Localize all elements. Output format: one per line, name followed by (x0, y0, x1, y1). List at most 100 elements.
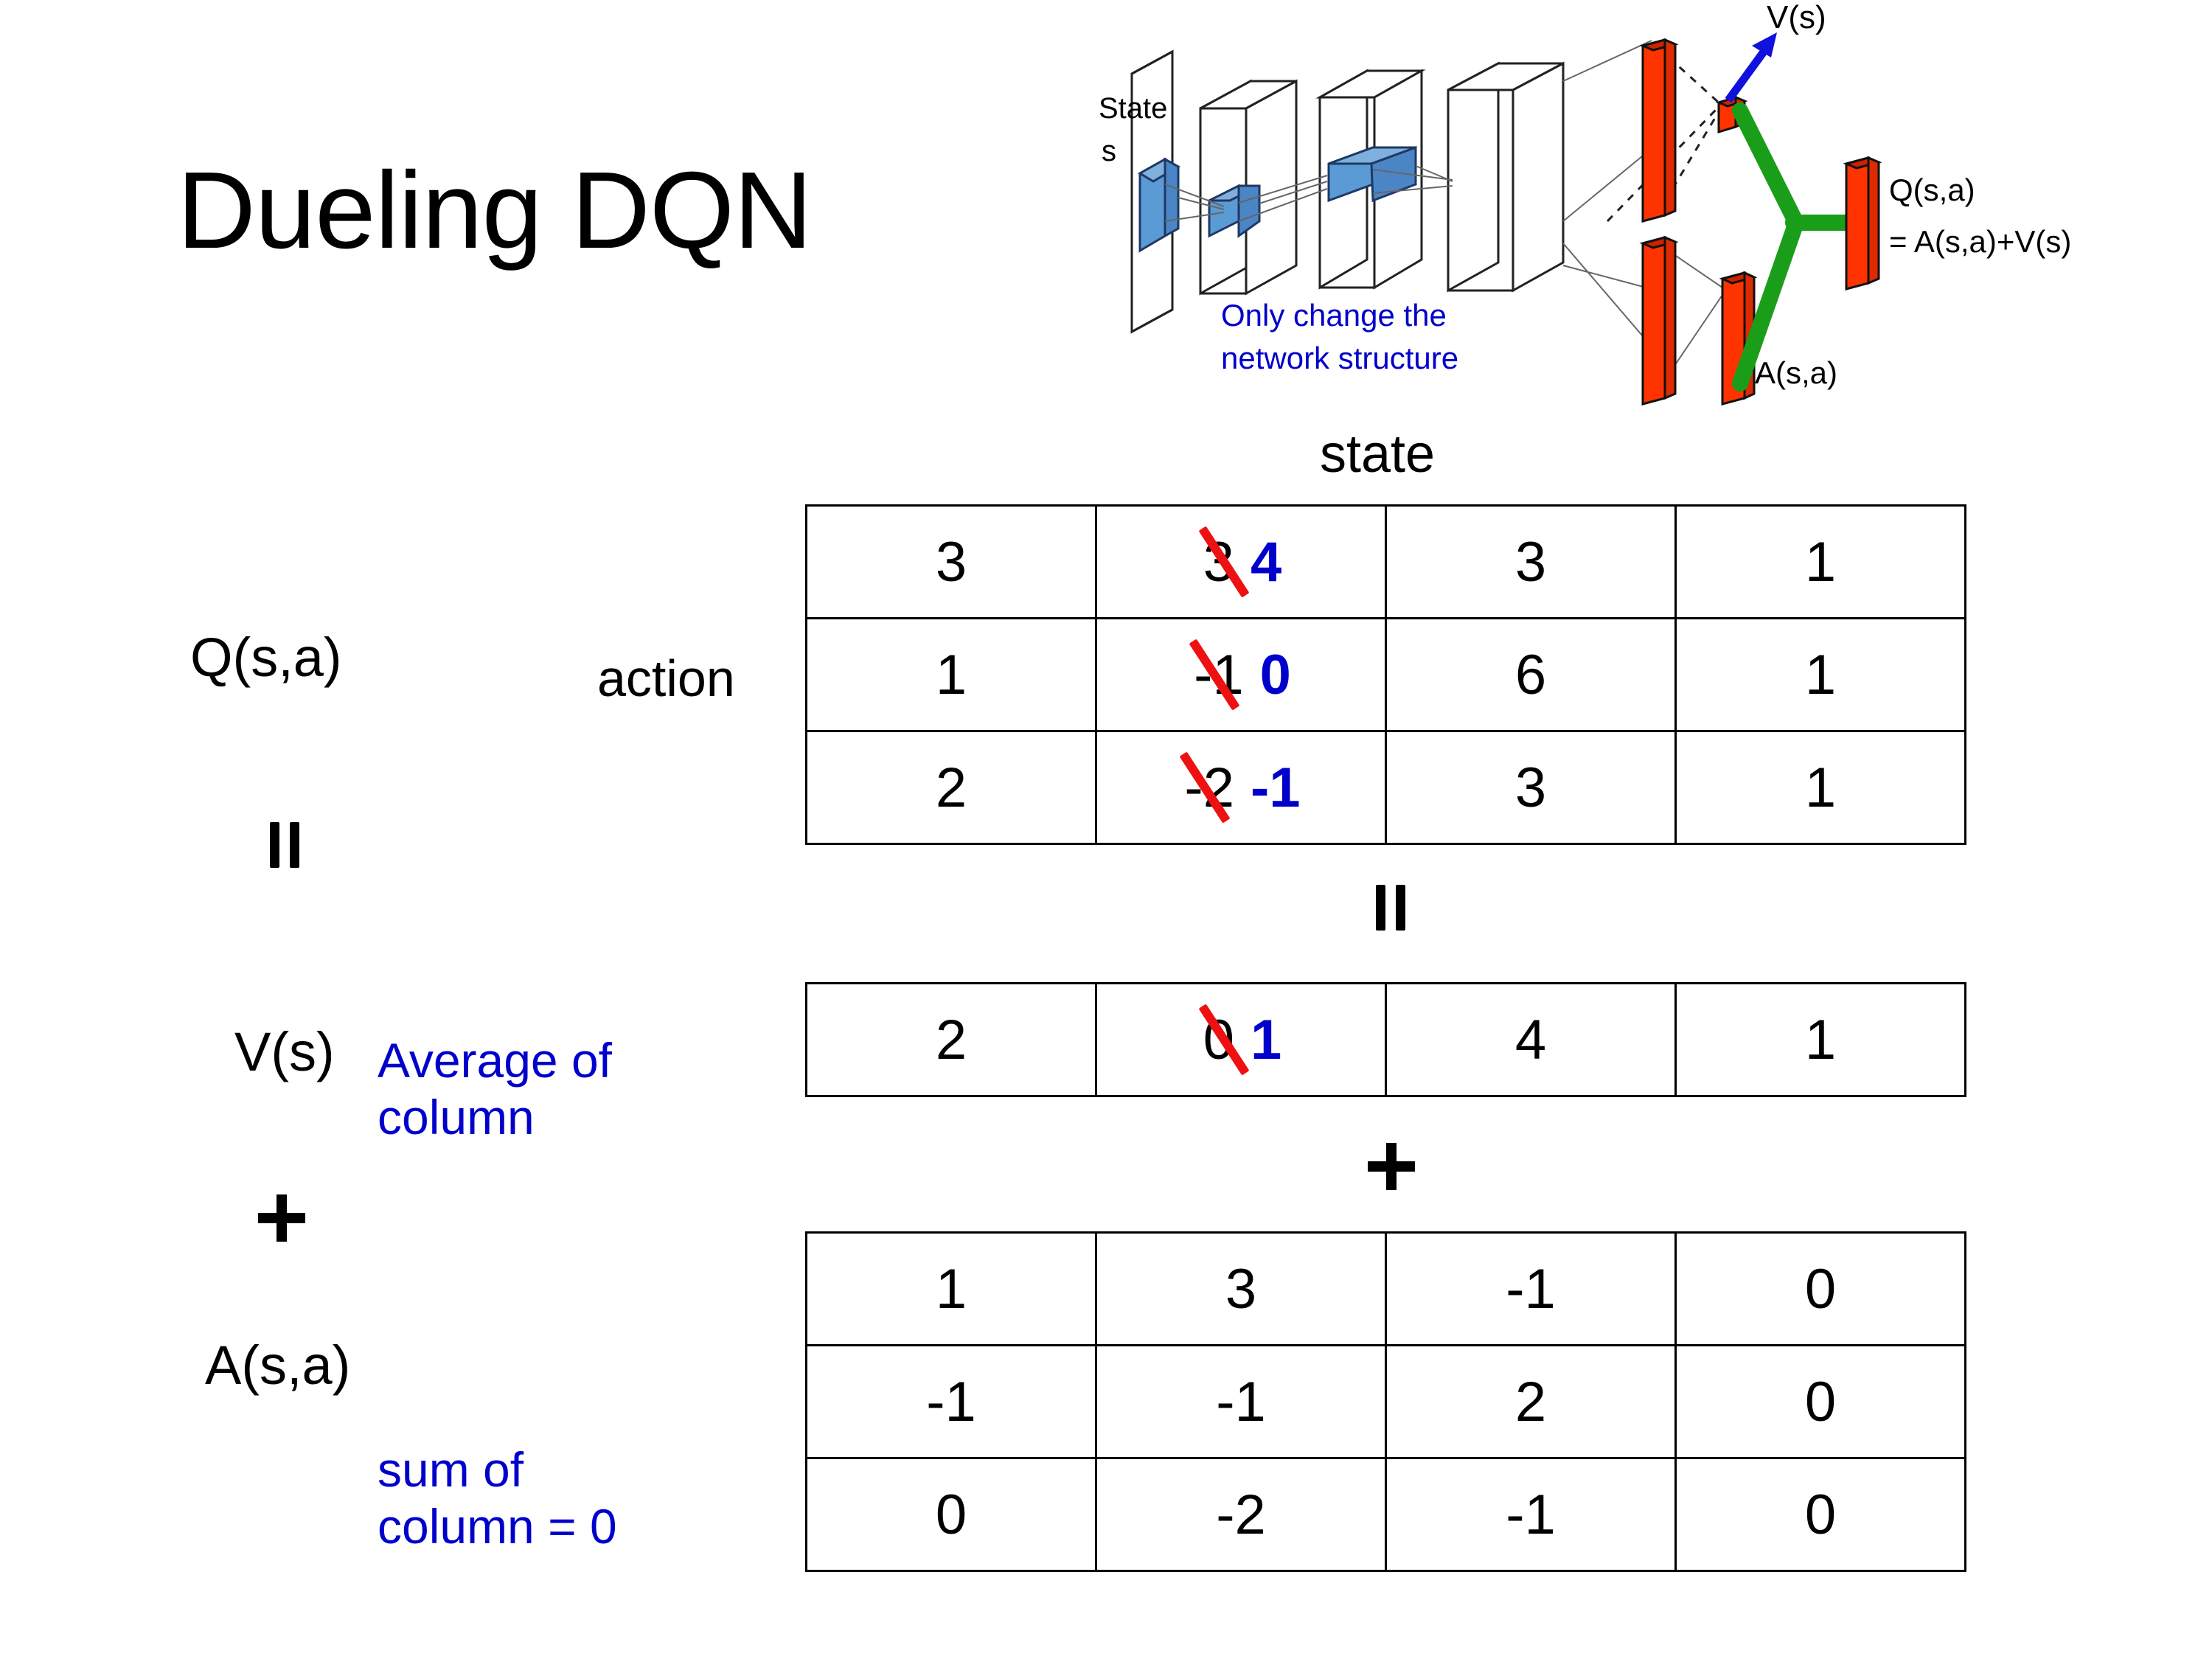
cell-value: 1 (1804, 1008, 1837, 1071)
dueling-network-diagram: State s Only change the network structur… (1091, 0, 2212, 413)
cell-value: 2 (935, 756, 967, 819)
diagram-state-sub-label: s (1102, 135, 1116, 167)
cell-value: 2 (1514, 1370, 1547, 1433)
cell-value: -1 (1506, 1257, 1556, 1321)
a-table-body: 1 3 -1 0 -1 -1 2 0 0 -2 -1 0 (805, 1231, 1966, 1572)
plus-operator-left (258, 1194, 305, 1242)
cell-value: -1 (1216, 1370, 1266, 1433)
v-value-table: 20141 (805, 982, 1966, 1097)
cell-value: 3 (1514, 756, 1547, 819)
cell-value: 0 (1804, 1257, 1837, 1321)
table-row: 2 -2-1 3 1 (805, 730, 1966, 845)
edited-cell: 34 (1198, 526, 1281, 598)
action-axis-label: action (597, 650, 735, 707)
struck-original-value: 3 (1198, 526, 1250, 598)
diagram-v-output-label: V(s) (1767, 0, 1826, 35)
cell-value: -1 (926, 1370, 976, 1433)
sum-of-column-note: sum of column = 0 (378, 1442, 617, 1554)
a-cell-r1-c3: 0 (1674, 1344, 1966, 1459)
q-cell-r2-c0: 2 (805, 730, 1097, 845)
cell-value: -2 (1216, 1483, 1266, 1546)
table-row: 33431 (805, 504, 1966, 619)
conv-slab-2-icon (1327, 145, 1417, 203)
value-stream-bar-icon (1639, 38, 1679, 223)
cell-value: -1 (1506, 1483, 1556, 1546)
aggregation-green-link (1732, 102, 1857, 392)
q-cell-r0-c0: 3 (805, 504, 1097, 619)
a-cell-r0-c0: 1 (805, 1231, 1097, 1346)
q-cell-r0-c1: 34 (1095, 504, 1387, 619)
advantage-stream-bar-icon (1639, 235, 1679, 406)
cell-value: 1 (935, 1257, 967, 1321)
cell-value: 1 (935, 643, 967, 706)
diagram-q-formula-label: = A(s,a)+V(s) (1889, 224, 2071, 259)
table-row: -1 -1 2 0 (805, 1344, 1966, 1459)
v-cell-r0-c2: 4 (1385, 982, 1677, 1097)
diagram-only-change-note-line2: network structure (1221, 341, 1458, 375)
cell-value: 3 (1514, 530, 1547, 594)
average-of-column-note: Average of column (378, 1033, 613, 1144)
q-output-bar-icon (1843, 156, 1882, 291)
cell-value: 0 (1804, 1483, 1837, 1546)
q-cell-r0-c2: 3 (1385, 504, 1677, 619)
cell-value: 1 (1804, 643, 1837, 706)
plus-operator-middle (1368, 1143, 1415, 1190)
q-cell-r2-c3: 1 (1674, 730, 1966, 845)
v-output-arrow-icon (1725, 32, 1777, 103)
a-function-label: A(s,a) (205, 1335, 351, 1396)
struck-original-value: -1 (1189, 639, 1247, 711)
diagram-only-change-note-line1: Only change the (1221, 298, 1447, 333)
a-cell-r1-c1: -1 (1095, 1344, 1387, 1459)
q-cell-r1-c0: 1 (805, 617, 1097, 732)
edited-cell: -10 (1189, 639, 1291, 711)
v-cell-r0-c1: 01 (1095, 982, 1387, 1097)
v-cell-r0-c0: 2 (805, 982, 1097, 1097)
conv-box-1-icon (1199, 79, 1298, 296)
a-cell-r2-c2: -1 (1385, 1457, 1677, 1572)
cell-value: 1 (1804, 530, 1837, 594)
q-cell-r1-c2: 6 (1385, 617, 1677, 732)
table-row: 1 -10 6 1 (805, 617, 1966, 732)
v-table-body: 20141 (805, 982, 1966, 1097)
cell-value: 2 (935, 1008, 967, 1071)
q-cell-r2-c1: -2-1 (1095, 730, 1387, 845)
corrected-value: -1 (1251, 756, 1301, 819)
struck-original-value: 0 (1198, 1004, 1250, 1076)
q-cell-r1-c3: 1 (1674, 617, 1966, 732)
a-value-table: 1 3 -1 0 -1 -1 2 0 0 -2 -1 0 (805, 1231, 1966, 1572)
state-axis-label: state (1320, 425, 1436, 484)
cell-value: 3 (1225, 1257, 1257, 1321)
diagram-state-label: State (1099, 92, 1167, 125)
page-title: Dueling DQN (177, 150, 813, 271)
diagram-a-output-label: A(s,a) (1755, 355, 1837, 390)
edited-cell: -2-1 (1179, 751, 1301, 824)
connection-lines (1164, 40, 1674, 347)
a-cell-r1-c0: -1 (805, 1344, 1097, 1459)
a-cell-r2-c0: 0 (805, 1457, 1097, 1572)
edited-cell: 01 (1198, 1004, 1282, 1076)
diagram-q-output-label: Q(s,a) (1889, 173, 1975, 207)
cell-value: 4 (1514, 1008, 1547, 1071)
equals-operator-left (265, 822, 305, 868)
table-row: 1 3 -1 0 (805, 1231, 1966, 1346)
equals-operator-middle (1371, 885, 1411, 931)
a-cell-r1-c2: 2 (1385, 1344, 1677, 1459)
corrected-value: 0 (1259, 643, 1291, 706)
conv-box-3-icon (1447, 61, 1565, 293)
cell-value: 0 (1804, 1370, 1837, 1433)
a-cell-r2-c3: 0 (1674, 1457, 1966, 1572)
a-cell-r0-c3: 0 (1674, 1231, 1966, 1346)
q-cell-r1-c1: -10 (1095, 617, 1387, 732)
corrected-value: 1 (1251, 1008, 1282, 1071)
cell-value: 3 (935, 530, 967, 594)
cell-value: 6 (1514, 643, 1547, 706)
a-cell-r2-c1: -2 (1095, 1457, 1387, 1572)
cell-value: 0 (935, 1483, 967, 1546)
v-function-label: V(s) (234, 1021, 335, 1082)
struck-original-value: -2 (1179, 751, 1237, 824)
q-cell-r2-c2: 3 (1385, 730, 1677, 845)
table-row: 20141 (805, 982, 1966, 1097)
